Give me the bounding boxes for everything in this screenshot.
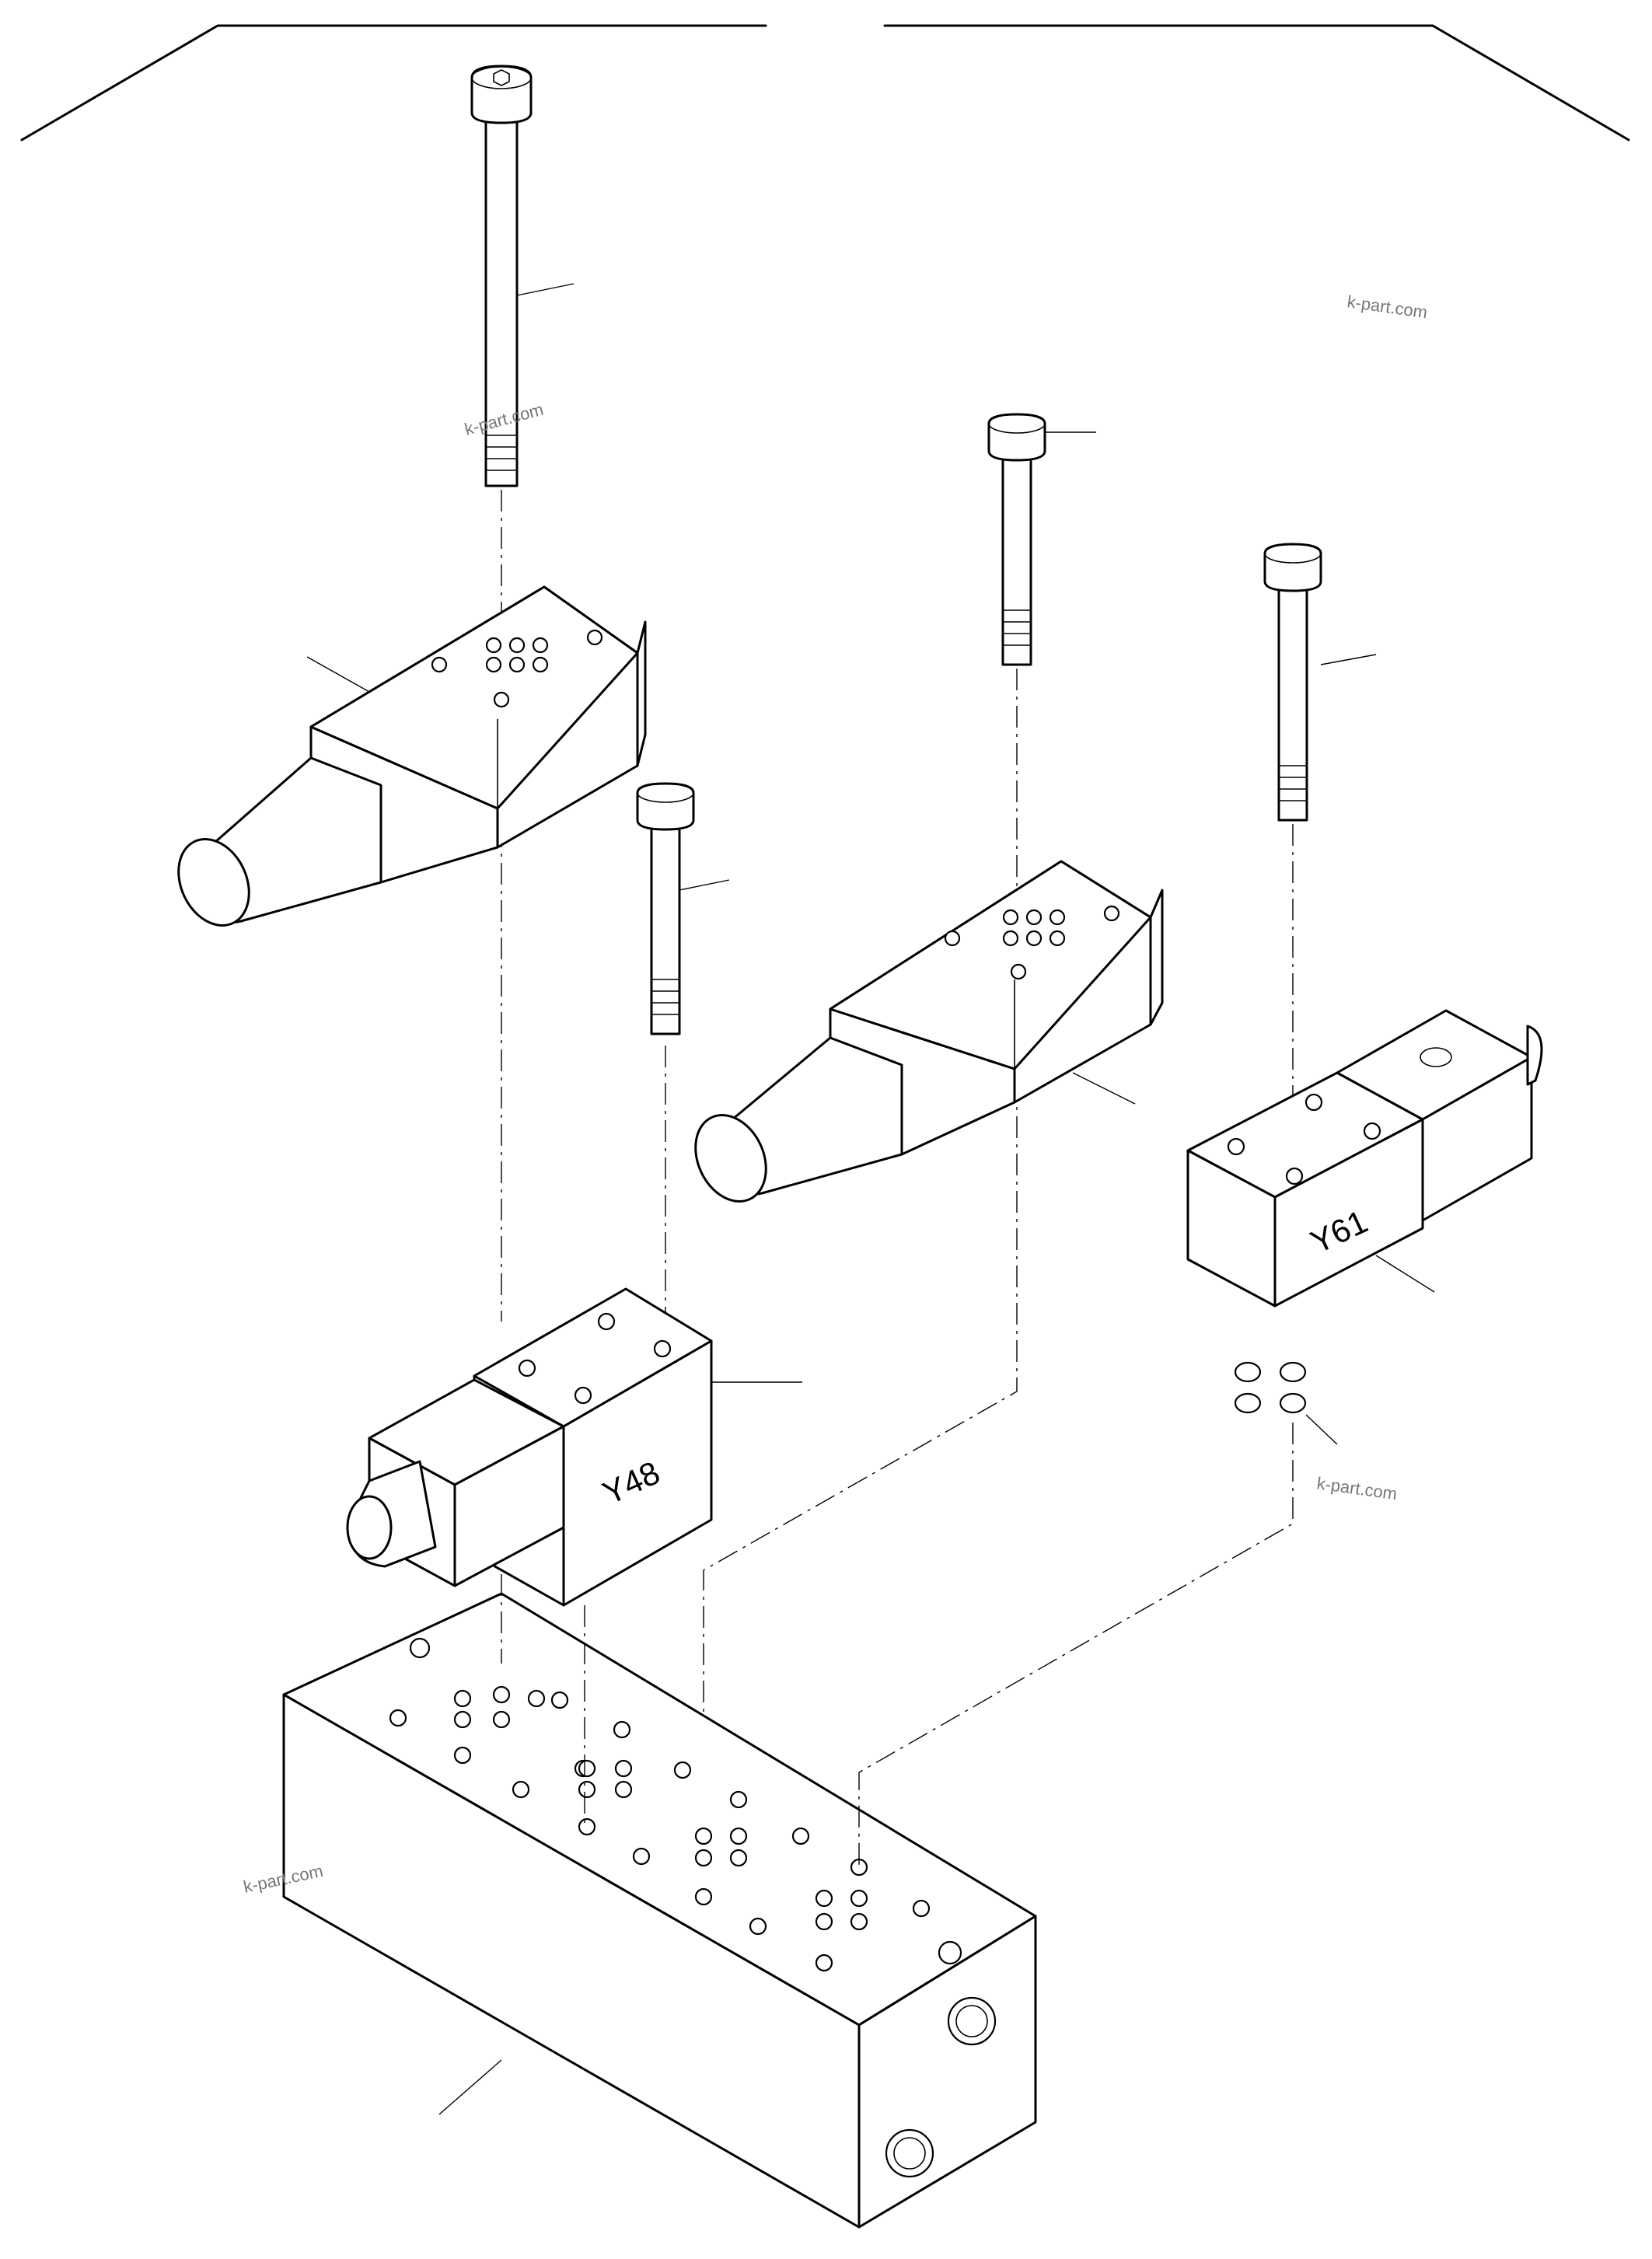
bolt-short-center	[636, 782, 730, 1341]
assembly-lines	[501, 1423, 1294, 1866]
watermark-text: k-part.com	[1315, 1473, 1398, 1503]
valve-y48: Y48	[346, 1287, 802, 1607]
valve-upper-left	[177, 585, 647, 927]
bolt-right	[1263, 543, 1377, 1213]
o-rings	[1234, 1361, 1338, 1445]
watermark-text: k-part.com	[1346, 292, 1428, 322]
frame-lines	[20, 24, 1630, 141]
manifold-block	[282, 1592, 1037, 2229]
bolt-long-left	[470, 65, 575, 1322]
valve-y61: Y61	[1186, 1009, 1543, 1308]
valve-middle	[694, 860, 1164, 1203]
